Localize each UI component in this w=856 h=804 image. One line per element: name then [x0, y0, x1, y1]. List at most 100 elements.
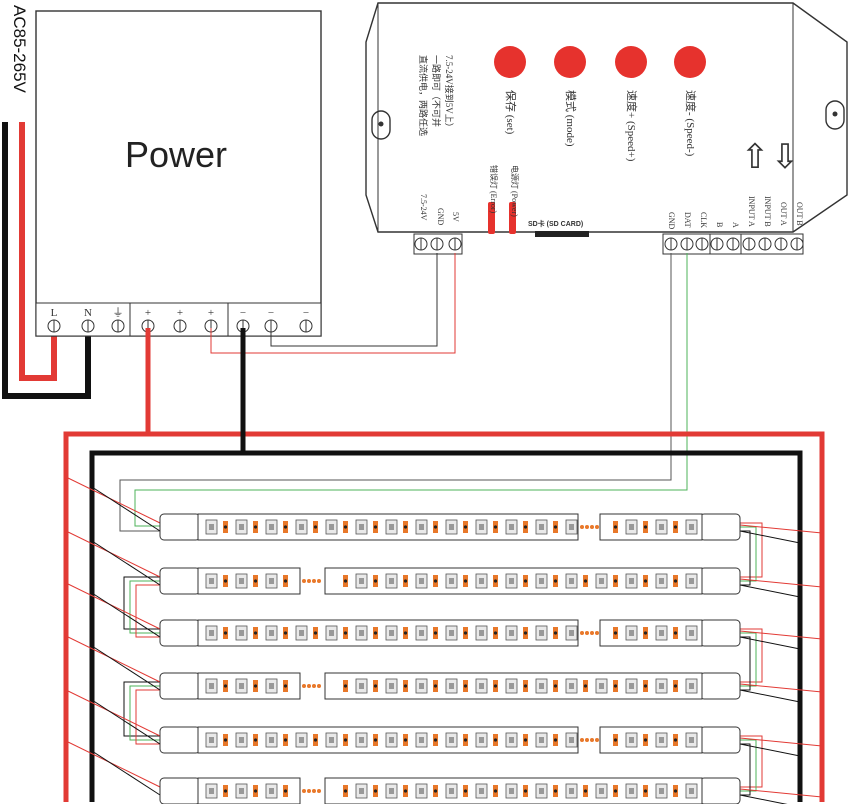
data-label-a: A — [731, 222, 740, 228]
psu-terminal-label: ⏚ — [113, 306, 124, 319]
controller-data-terminal-block — [662, 233, 804, 255]
continuation-dot — [580, 631, 584, 635]
continuation-dot — [590, 738, 594, 742]
led-strips — [159, 513, 741, 804]
controller-data-terminal-screw — [695, 237, 709, 251]
continuation-dot — [595, 525, 599, 529]
controller-data-terminal-screw — [742, 237, 756, 251]
ac-input-wires — [2, 122, 91, 399]
set-button[interactable]: 保存 (set) — [494, 46, 526, 135]
controller-power-terminal-screw — [414, 237, 428, 251]
arrow-up-icon: ⇧ — [741, 138, 770, 176]
controller-note-line-1: 直流供电，两路任选 — [418, 55, 429, 136]
continuation-dot — [317, 684, 321, 688]
continuation-dot — [307, 579, 311, 583]
main-power-bus — [63, 328, 825, 802]
data-label-gnd: GND — [667, 212, 676, 230]
continuation-dot — [595, 738, 599, 742]
psu-terminal-label: + — [208, 307, 214, 319]
controller-power-terminal-screw — [430, 237, 444, 251]
controller-power-terminal-block — [413, 233, 463, 255]
mode-button-label: 模式 (mode) — [564, 90, 577, 147]
set-button-label: 保存 (set) — [504, 90, 518, 135]
ac-voltage-label: AC85-265V — [10, 5, 29, 94]
continuation-dot — [312, 579, 316, 583]
continuation-dot — [302, 579, 306, 583]
continuation-dot — [585, 525, 589, 529]
continuation-dot — [302, 789, 306, 793]
data-label-input-a: INPUT A — [747, 196, 756, 227]
controller-power-label-5v: 5V — [451, 212, 460, 222]
mode-button[interactable]: 模式 (mode) — [554, 46, 586, 147]
speed-down-button-label: 速度- (Speed-) — [684, 90, 698, 157]
data-label-clk: CLK — [699, 212, 708, 228]
controller-data-terminal-screw — [680, 237, 694, 251]
psu-terminal-screw — [173, 319, 187, 333]
data-wires — [119, 253, 688, 532]
controller-data-terminal-screw — [790, 237, 804, 251]
continuation-dot — [580, 738, 584, 742]
power-led-label: 电源灯 (Power) — [510, 165, 520, 217]
continuation-dot — [307, 684, 311, 688]
data-label-out-a: OUT A — [779, 202, 788, 226]
continuation-dot — [312, 789, 316, 793]
strip-connection-wires — [65, 476, 823, 804]
psu-terminal-label: − — [268, 307, 274, 319]
data-label-b: B — [715, 222, 724, 227]
continuation-dot — [580, 525, 584, 529]
sd-card-label: SD卡 (SD CARD) — [528, 219, 583, 228]
mounting-hole-right — [825, 100, 845, 130]
data-label-dat: DAT — [683, 212, 692, 228]
continuation-dot — [590, 525, 594, 529]
controller-power-label-vin: 7.5-24V — [419, 194, 428, 221]
continuation-dot — [312, 684, 316, 688]
led-strip — [159, 672, 741, 700]
controller-power-label-gnd: GND — [436, 208, 445, 226]
controller-data-terminal-screw — [774, 237, 788, 251]
continuation-dot — [317, 579, 321, 583]
controller-power-terminal-screw — [448, 237, 462, 251]
controller-data-terminal-screw — [664, 237, 678, 251]
controller-note-line-3: 7.5-24V接到5V上） — [444, 55, 455, 132]
data-label-input-b: INPUT B — [763, 196, 772, 227]
psu-terminal-label: − — [240, 307, 246, 319]
power-led: 电源灯 (Power) — [509, 165, 520, 234]
led-strip — [159, 726, 741, 754]
error-led-label: 错误灯 (Error) — [489, 165, 499, 214]
led-strip — [159, 777, 741, 804]
controller-power-wires — [210, 253, 456, 354]
data-label-out-b: OUT B — [795, 202, 804, 226]
continuation-dot — [307, 789, 311, 793]
arrow-down-icon: ⇩ — [771, 138, 800, 176]
psu-terminal-screw — [81, 319, 95, 333]
continuation-dot — [302, 684, 306, 688]
continuation-dot — [317, 789, 321, 793]
power-supply-title: Power — [125, 134, 227, 175]
error-led: 错误灯 (Error) — [488, 165, 499, 234]
continuation-dot — [585, 631, 589, 635]
continuation-dot — [595, 631, 599, 635]
psu-terminal-screw — [111, 319, 125, 333]
psu-terminal-screw — [264, 319, 278, 333]
psu-terminal-label: + — [177, 307, 183, 319]
led-strip — [159, 619, 741, 647]
continuation-dot — [590, 631, 594, 635]
led-strip — [159, 513, 741, 541]
psu-terminal-label: N — [84, 307, 92, 319]
speed-down-button[interactable]: 速度- (Speed-) — [674, 46, 706, 157]
speed-up-button[interactable]: 速度+ (Speed+) — [615, 46, 647, 162]
psu-terminal-screw — [47, 319, 61, 333]
continuation-dot — [585, 738, 589, 742]
psu-terminal-label: − — [303, 307, 309, 319]
speed-up-button-label: 速度+ (Speed+) — [625, 90, 639, 162]
mounting-hole-left — [371, 110, 391, 140]
led-strip — [159, 567, 741, 595]
sd-card-slot[interactable]: SD卡 (SD CARD) — [528, 219, 589, 237]
controller-note-line-2: 一路即可（不可并 — [431, 55, 442, 127]
controller-data-terminal-screw — [726, 237, 740, 251]
controller-box: 直流供电，两路任选 一路即可（不可并 7.5-24V接到5V上） 保存 (set… — [365, 2, 848, 255]
controller-data-terminal-screw — [710, 237, 724, 251]
